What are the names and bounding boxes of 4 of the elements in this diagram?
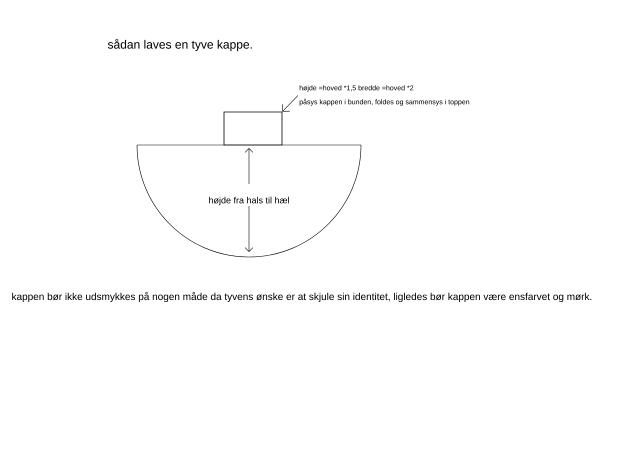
leader-line (282, 95, 298, 112)
title: sådan laves en tyve kappe. (108, 38, 252, 52)
hood-box (224, 112, 282, 146)
note-text: kappen bør ikke udsmykkes på nogen måde da tyvens ønske er at skjule sin identitet, ligledes bør kappen være ensfarvet og mørk. (12, 292, 592, 302)
